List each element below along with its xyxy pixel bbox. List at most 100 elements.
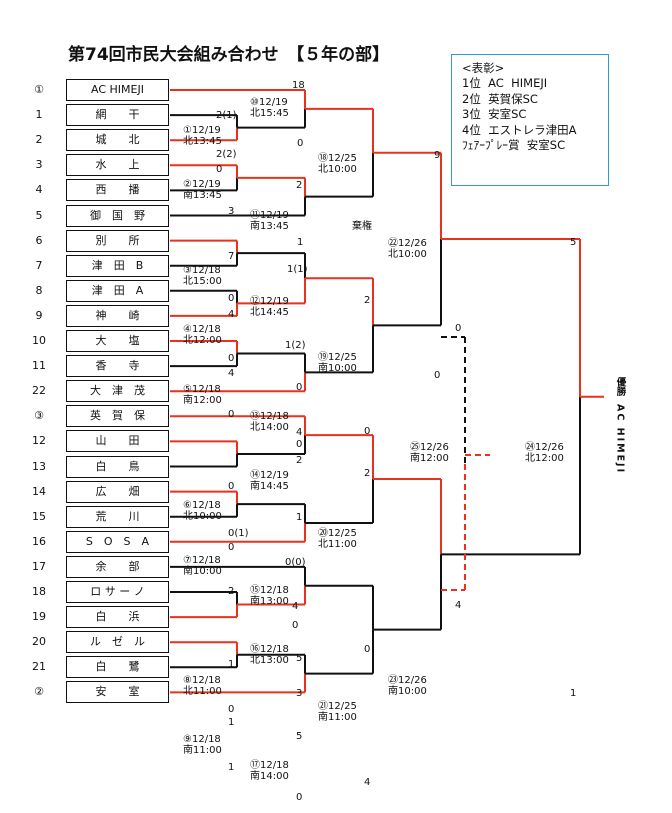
match-date: 12/18 [191,734,221,745]
team-seed: 20 [32,635,46,649]
score: 0 [228,353,235,364]
score: 0 [364,426,371,437]
team-seed: 9 [35,308,43,322]
team-seed: 17 [32,559,46,573]
match-date: 12/19 [191,125,221,136]
match-venue: 南13:00 [250,596,289,607]
score: 2 [364,295,371,306]
match-date: 12/26 [535,442,564,453]
score: 0 [292,620,299,631]
score: 4 [364,777,371,788]
match-date: 12/25 [328,528,357,539]
score: 18 [292,80,305,91]
match-number: ⑱ [318,153,328,164]
team-seed: 18 [32,585,46,598]
team-name: 荒 川 [66,505,169,528]
match-venue: 南12:00 [410,453,449,464]
team-seed: 22 [32,384,46,398]
match-venue: 北11:00 [318,539,357,550]
team-name: 大 津 茂 [66,380,169,403]
score: 1 [297,237,304,248]
team-seed: ② [34,685,44,699]
match-venue: 南14:45 [250,481,289,492]
team-seed: 8 [35,283,43,297]
team-name: 安 室 [66,681,169,704]
score: 棄権 [352,221,372,232]
team-seed: 16 [32,534,46,548]
match-venue: 北10:00 [318,164,357,175]
match-venue: 南13:45 [183,190,222,201]
match-date: 12/18 [260,411,289,422]
team-name: 津 田 B [66,254,169,277]
match-date: 12/26 [398,675,427,686]
award-line: ﾌｪｱｰﾌﾟﾚｰ賞 安室SC [462,138,566,153]
match-number: ① [183,125,192,136]
match-date: 12/25 [328,153,357,164]
match-venue: 北13:00 [250,655,289,666]
score: 5 [296,731,303,742]
score: 1 [228,659,235,670]
team-name: 網 干 [66,104,169,127]
match-venue: 北10:00 [388,249,427,260]
team-name: 白 鳥 [66,455,169,478]
match-number: ⑩ [250,97,259,108]
score: 0 [364,644,371,655]
team-seed: 5 [35,208,43,222]
match-venue: 北13:45 [183,136,222,147]
match-date: 12/19 [260,210,289,221]
team-seed: 11 [32,359,46,373]
team-seed: 19 [32,610,46,624]
score: 9 [434,150,441,161]
award-line: 1位 AC HIMEJI [462,76,548,91]
team-seed: 7 [35,258,43,272]
team-name: 神 崎 [66,304,169,327]
team-seed: 14 [32,484,46,498]
match-venue: 北12:00 [525,453,564,464]
score: 0 [296,382,303,393]
match-venue: 南10:00 [388,686,427,697]
match-date: 12/18 [191,675,221,686]
score: 7 [228,251,235,262]
match-number: ⑬ [250,411,260,422]
match-number: ⑭ [250,470,260,481]
score: 1 [228,762,235,773]
page-title: 第74回市民大会組み合わせ 【５年の部】 [68,45,390,65]
team-name: ル ゼ ル [66,631,169,654]
match-number: ⑫ [250,296,260,307]
score: 0 [228,481,235,492]
award-line: 3位 安室SC [462,107,527,122]
team-name: AC HIMEJI [66,79,169,101]
team-seed: 12 [32,434,46,448]
match-number: ⑯ [250,644,260,655]
match-date: 12/18 [191,555,221,566]
match-venue: 北10:00 [183,511,222,522]
team-seed: 2 [35,133,43,147]
score: 4 [228,368,235,379]
award-line: <表彰> [462,61,505,75]
team-seed: 3 [35,158,43,172]
team-name: ロ サ ー ノ [66,581,169,603]
score: 1(1) [287,264,308,275]
award-line: 4位 エストレラ津田A [462,122,577,137]
score: 3 [296,688,303,699]
match-date: 12/26 [398,238,427,249]
match-date: 12/18 [191,500,221,511]
score: 2(2) [216,149,237,160]
award-line: 2位 英賀保SC [462,91,538,106]
score: 5 [296,653,303,664]
match-number: ⑨ [183,734,192,745]
score: 4 [455,600,462,611]
match-venue: 北12:00 [183,335,222,346]
